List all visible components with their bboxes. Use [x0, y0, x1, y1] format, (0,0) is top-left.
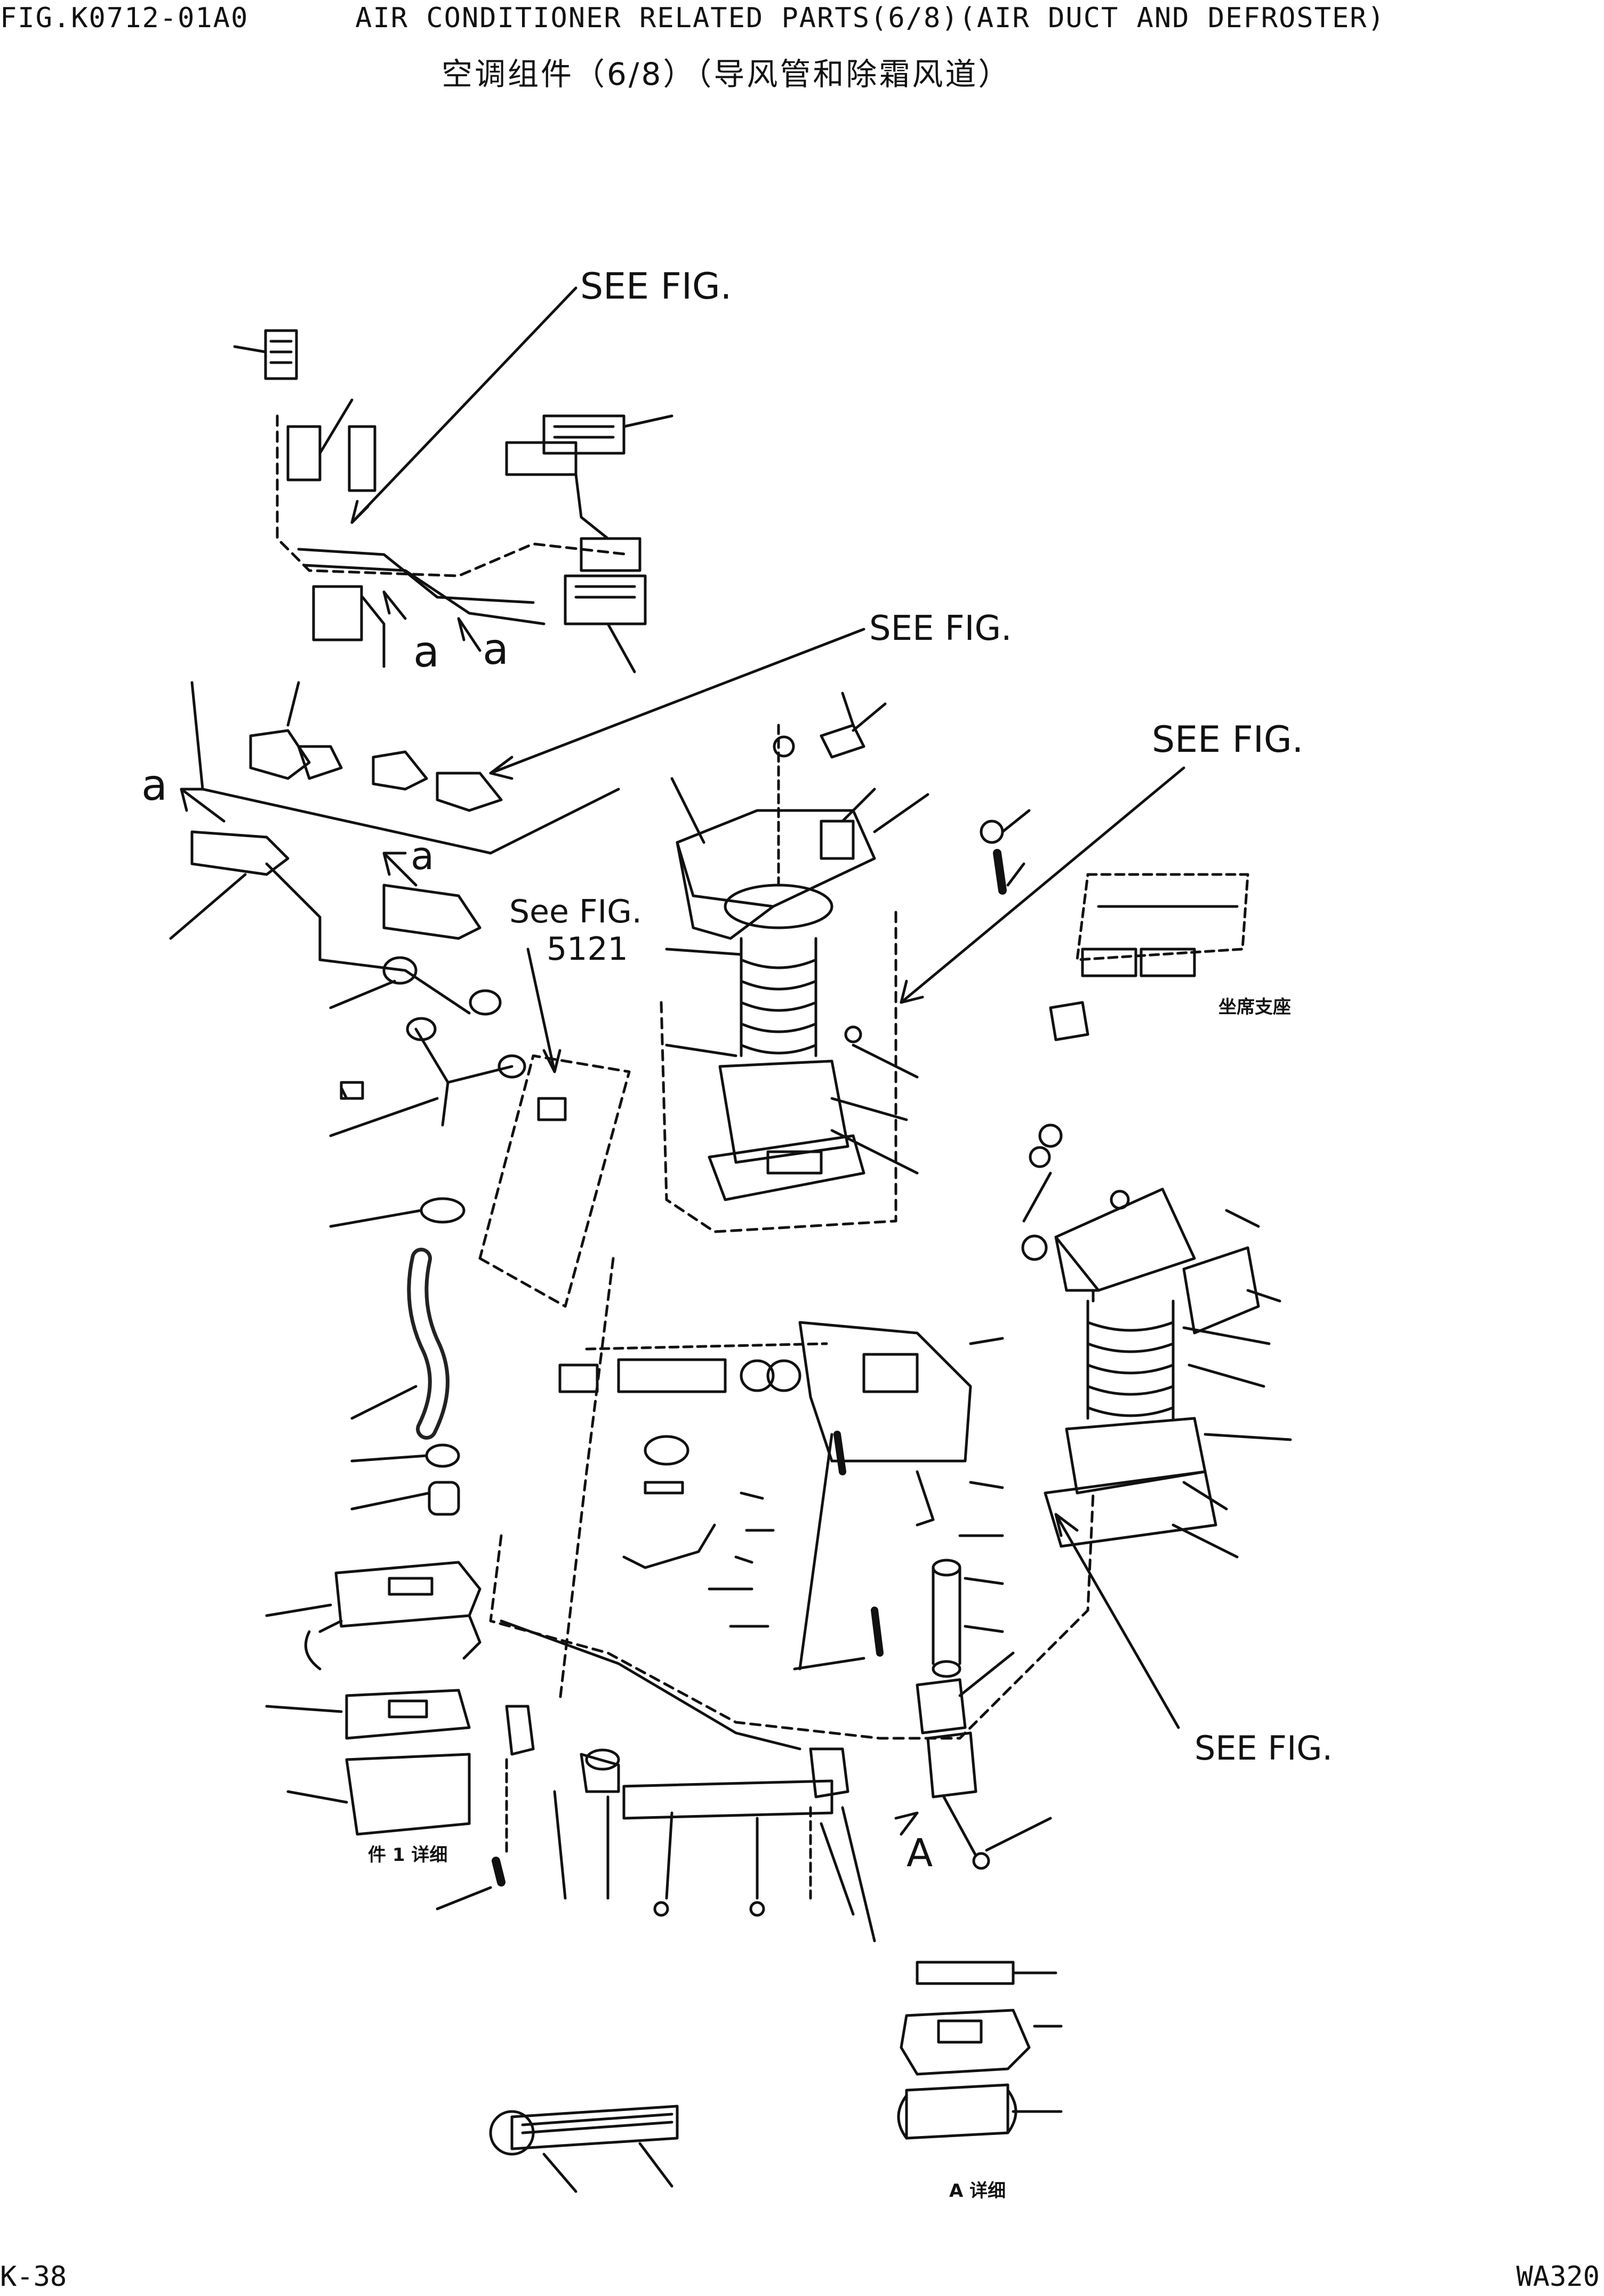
detail-label-a: A 详细 — [949, 2180, 1006, 2202]
vent-duct-left — [348, 425, 376, 492]
seat-stand-box — [1049, 873, 1249, 1041]
duct-cap — [428, 1481, 460, 1516]
connector-plug — [1049, 1001, 1089, 1041]
pipe-elbow — [926, 1731, 977, 1799]
seat-pedestal-reference — [478, 948, 631, 1308]
side-vent-grille — [286, 425, 322, 481]
detail-duct-top — [334, 1561, 482, 1628]
figure-title-chinese: 空调组件（6/8）（导风管和除霜风道） — [442, 56, 1012, 92]
detail-a-bracket — [900, 2009, 1031, 2076]
upper-duct-housing — [660, 692, 1185, 1233]
leader-see-fig-4 — [1054, 1513, 1180, 1729]
detail-label-item-1: 件 1 详细 — [368, 1844, 447, 1866]
duct-base-plate — [718, 1059, 849, 1164]
clip-right — [469, 989, 502, 1016]
hose-end-clamp — [425, 1443, 460, 1468]
figure-title: FIG.K0712-01A0 AIR CONDITIONER RELATED P… — [0, 2, 1385, 34]
ref-a-label-1: a — [413, 627, 439, 677]
upper-housing-box — [676, 809, 876, 908]
vent-grille-top-left — [264, 329, 298, 380]
ref-a-label-4: a — [411, 833, 434, 878]
detail-tray — [345, 1753, 471, 1836]
bolt-upper — [773, 735, 795, 758]
see-fig-5121-label: See FIG. — [509, 893, 642, 930]
right-duct-assembly — [1021, 1123, 1292, 1729]
see-fig-label-4: SEE FIG. — [1194, 1729, 1333, 1768]
ref-a-label-3: a — [141, 760, 167, 810]
vent-outlet-center — [580, 537, 641, 572]
item-1-detail-group — [265, 1561, 482, 1836]
duct-bracket-upper — [190, 830, 290, 876]
floor-duct-cover — [798, 1321, 972, 1463]
y-joint-duct — [414, 1027, 514, 1127]
pipe-segment-detail — [510, 2105, 679, 2150]
vertical-pipe — [932, 1566, 961, 1665]
right-housing-top — [1054, 1187, 1196, 1292]
see-fig-label-2: SEE FIG. — [869, 609, 1012, 648]
hose-clamp — [420, 1197, 466, 1224]
defroster-tray — [190, 628, 865, 855]
leader-see-fig-1 — [350, 286, 578, 524]
center-vent-grille — [505, 441, 578, 476]
right-bellows-duct — [1086, 1299, 1175, 1420]
detail-a-top-plate — [916, 1961, 1015, 1985]
detail-a-base — [905, 2083, 1009, 2140]
detail-plate — [345, 1689, 471, 1740]
detail-label-seat-stand: 坐席支座 — [1218, 997, 1291, 1018]
bellows-duct — [740, 937, 817, 1057]
ref-a-label-2: a — [483, 624, 509, 674]
floor-duct-system — [489, 1257, 1095, 1870]
lower-horizontal-pipe — [622, 1779, 833, 1820]
see-fig-label-3: SEE FIG. — [1152, 719, 1303, 761]
leader-see-fig-3 — [900, 766, 1185, 1004]
defroster-nozzle-left — [312, 585, 363, 641]
see-fig-5121-number: 5121 — [547, 930, 628, 968]
duct-bracket-middle — [382, 884, 482, 940]
page-number: K-38 — [0, 2261, 67, 2293]
clip-upper — [382, 956, 418, 985]
left-duct-assembly — [169, 830, 526, 1516]
dashboard-vent-group — [233, 286, 673, 673]
center-vent-top — [542, 414, 625, 455]
see-fig-label-1: SEE FIG. — [580, 266, 732, 308]
lower-pipe-network — [436, 1705, 876, 1942]
duct-clamp-band — [644, 1435, 689, 1466]
detail-A-group — [489, 1961, 1063, 2193]
vent-outlet-right — [564, 574, 647, 625]
view-a-label: A — [907, 1831, 933, 1875]
right-side-vent — [1182, 1246, 1260, 1335]
bolt-with-washer — [820, 724, 865, 759]
model-name: WA320 — [1516, 2261, 1600, 2293]
leader-see-fig-2 — [489, 628, 865, 775]
